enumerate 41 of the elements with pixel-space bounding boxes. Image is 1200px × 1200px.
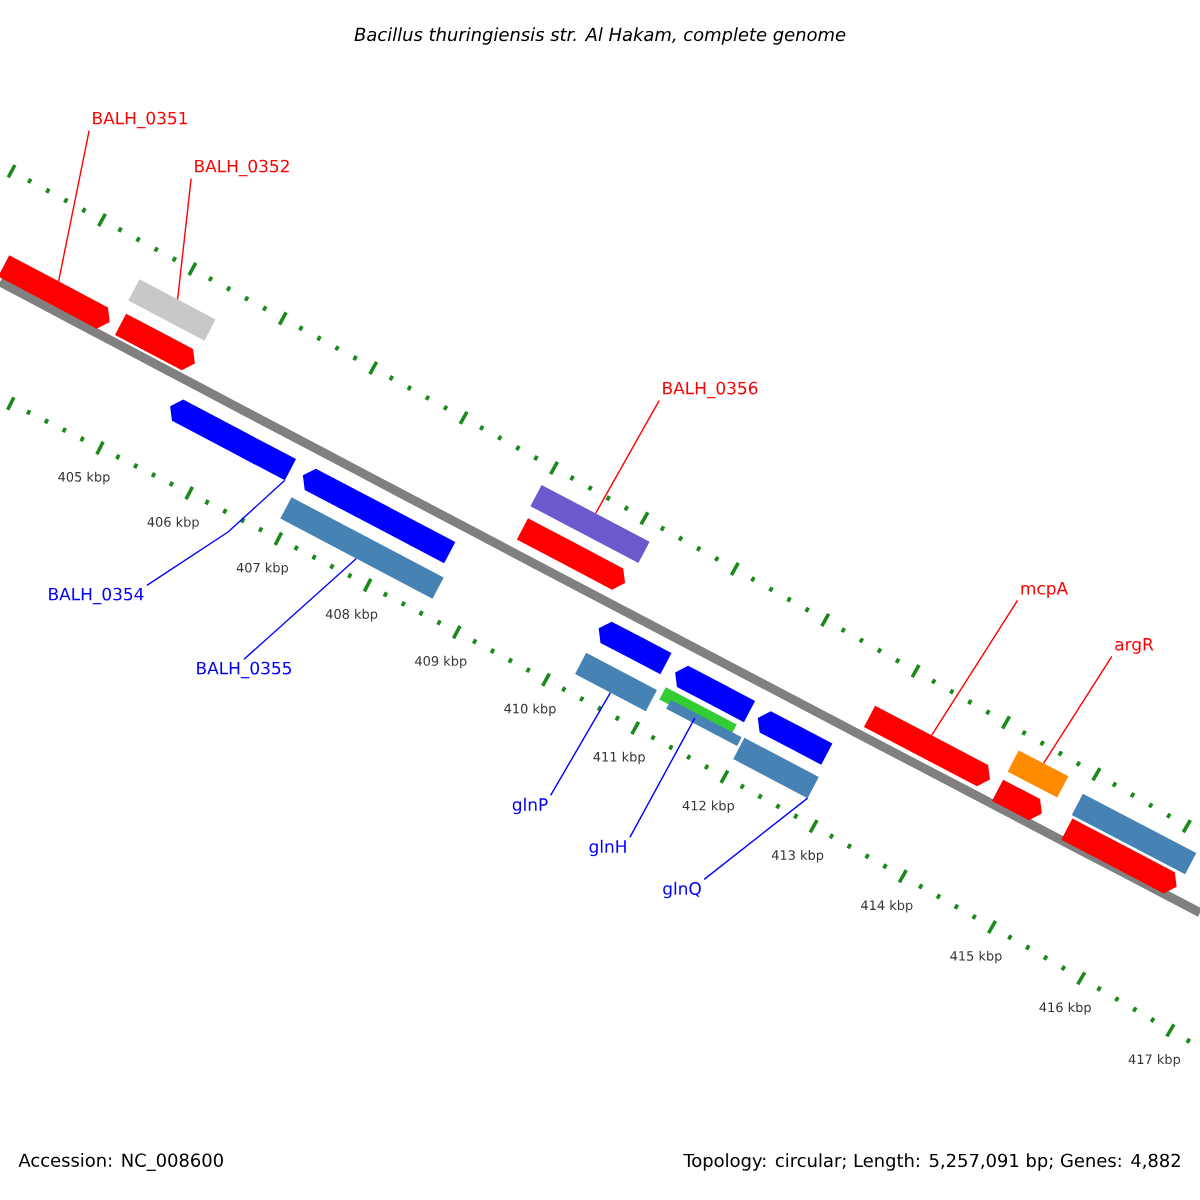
gene-label: BALH_0356: [663, 381, 758, 399]
gene-feature: [302, 468, 456, 564]
gene-feature: [666, 699, 742, 746]
gene-feature: [516, 518, 626, 590]
gene-feature: [733, 737, 819, 799]
leader-line: [594, 399, 660, 515]
leader-line: [176, 177, 192, 301]
gene-feature: [1007, 750, 1069, 798]
gene-feature: [0, 255, 110, 329]
title: Bacillus thuringiensis str. Al Hakam, complete genome: [354, 27, 846, 45]
leader-line: [146, 479, 286, 586]
gene-label: BALH_0352: [195, 159, 289, 177]
gene-feature: [1071, 793, 1197, 875]
gene-label: argR: [1115, 638, 1154, 654]
gene-feature: [863, 705, 990, 787]
leader-line: [703, 797, 809, 881]
leader-line: [1042, 655, 1113, 765]
footer-text: Accession: NC_008600: [18, 1153, 223, 1171]
gene-label: mcpA: [1021, 582, 1068, 598]
gene-feature: [598, 621, 672, 675]
gene-label: BALH_0351: [93, 111, 187, 129]
leader-line: [57, 129, 90, 283]
gene-feature: [1061, 818, 1177, 894]
leader-line: [549, 691, 612, 797]
gene-feature: [128, 279, 216, 341]
gene-label: glnH: [589, 839, 626, 857]
gene-feature: [530, 485, 650, 563]
gene-label: BALH_0354: [49, 587, 144, 605]
gene-label: glnP: [512, 797, 548, 815]
leader-line: [243, 557, 358, 660]
leader-line: [629, 717, 696, 839]
gene-feature: [757, 711, 833, 765]
gene-feature: [575, 652, 657, 712]
leader-line: [930, 599, 1019, 737]
gene-label: glnQ: [663, 881, 701, 899]
gene-feature: [675, 665, 756, 723]
footer-text: Topology: circular; Length: 5,257,091 bp; Genes: 4,882: [683, 1153, 1180, 1171]
gene-label: BALH_0355: [197, 661, 291, 679]
gene-feature: [170, 399, 297, 481]
gene-feature: [992, 779, 1042, 821]
gene-feature: [114, 313, 195, 371]
